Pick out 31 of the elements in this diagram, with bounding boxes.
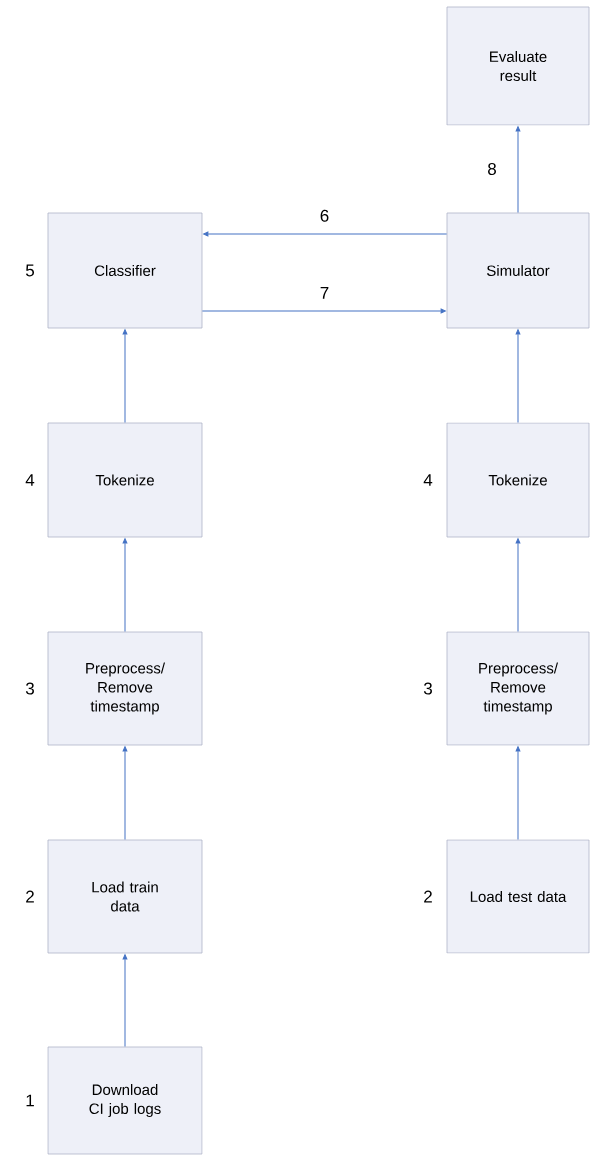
arrow [201,308,446,314]
process-box: Simulator [446,212,590,329]
arrow [515,746,521,841]
process-box: Evaluate result [446,6,590,126]
process-box: Tokenize [446,422,590,538]
arrow [122,329,128,424]
process-box: Load train data [47,839,203,954]
step-number: 2 [424,890,432,903]
step-number: 5 [25,264,34,277]
arrow [515,126,521,214]
arrow [122,954,128,1048]
arrow [515,329,521,424]
process-box: Tokenize [47,422,203,538]
process-box: Classifier [47,212,203,329]
process-box: Download CI job logs [47,1046,203,1155]
arrow [122,746,128,841]
arrow [122,538,128,633]
step-number: 3 [25,682,34,695]
edge-label: 7 [318,286,331,300]
edge-label: 6 [318,208,331,223]
process-box: Preprocess/ Remove timestamp [47,631,203,746]
step-number: 3 [423,682,432,695]
edge-label: 8 [486,162,498,176]
step-number: 2 [26,890,34,903]
arrow [203,231,448,237]
step-number: 1 [26,1094,34,1107]
process-box: Preprocess/ Remove timestamp [446,631,590,746]
step-number: 4 [423,474,433,486]
process-box: Load test data [446,839,590,954]
arrow [515,538,521,633]
step-number: 4 [25,474,35,486]
